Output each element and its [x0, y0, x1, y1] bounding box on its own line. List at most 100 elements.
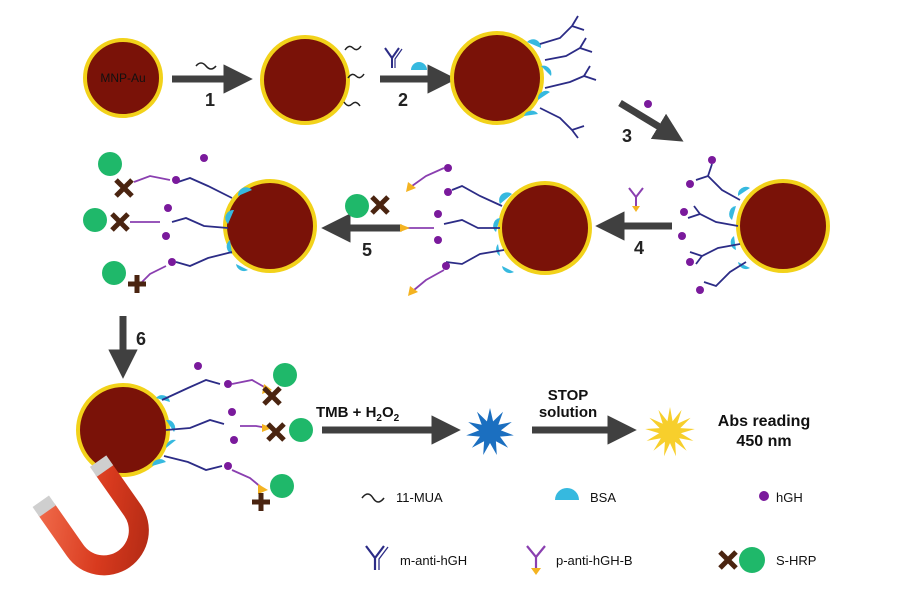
- streptavidin-icon: [718, 550, 738, 570]
- m-antibody-icon: [161, 379, 221, 401]
- magnet-icon: [32, 455, 149, 576]
- bsa-blob: [237, 187, 252, 196]
- hgh-dot: [678, 232, 686, 240]
- m-antibody-icon: [689, 243, 741, 265]
- m-antibody-icon: [544, 37, 593, 61]
- legend-bsa-label: BSA: [590, 490, 616, 505]
- hgh-dot: [680, 208, 688, 216]
- hgh-dot: [686, 258, 694, 266]
- hgh-dot: [696, 286, 704, 294]
- bsa-blob: [226, 240, 232, 254]
- hgh-dot: [194, 362, 202, 370]
- bsa-blob: [537, 90, 550, 100]
- streptavidin-marker: [252, 493, 270, 511]
- legend-shrp-label: S-HRP: [776, 553, 816, 568]
- m-antibody-icon: [443, 219, 500, 229]
- mua-chain-icon: [343, 101, 361, 107]
- mua-reagent-icon: [195, 62, 217, 70]
- bsa-blob: [152, 459, 166, 466]
- bsa-blob: [499, 192, 512, 204]
- legend-mua-label: 11-MUA: [396, 490, 443, 505]
- particle-3: [450, 31, 544, 125]
- bsa-icon: [555, 488, 579, 500]
- step-label-3: 3: [622, 126, 632, 146]
- p-antibody-reagent-icon: [628, 187, 644, 212]
- hgh-dot: [224, 380, 232, 388]
- m-antibody-icon: [544, 65, 597, 89]
- streptavidin-marker: [266, 422, 286, 442]
- hgh-dot: [172, 176, 180, 184]
- m-antibody-icon: [171, 217, 229, 229]
- biotin-tag: [258, 484, 268, 494]
- p-antibody-icon: [133, 175, 171, 183]
- particle-2: [260, 35, 350, 125]
- bsa-blob: [737, 186, 750, 196]
- hgh-reagent-icon: [644, 100, 652, 108]
- stage-bare-particle: MNP-Au: [83, 38, 217, 118]
- bsa-blob: [527, 39, 542, 48]
- bsa-blob: [165, 439, 176, 448]
- particle-1: [83, 38, 163, 118]
- hrp-icon: [739, 547, 765, 573]
- legend-hgh-label: hGH: [776, 490, 803, 505]
- step-label-1: 1: [205, 90, 215, 110]
- particle-4: [736, 179, 830, 273]
- hgh-dot: [164, 204, 172, 212]
- stage-mua-particle: [260, 35, 427, 125]
- bsa-blob: [729, 206, 736, 220]
- m-antibody-icon: [695, 163, 741, 201]
- biotin-tag: [406, 182, 416, 192]
- m-antibody-icon: [703, 261, 747, 288]
- streptavidin-reagent-icon: [370, 195, 390, 215]
- stop-label-line2: solution: [539, 404, 597, 421]
- hgh-dot: [434, 236, 442, 244]
- p-antibody-icon: [526, 545, 546, 575]
- m-antibody-icon: [175, 251, 233, 267]
- hgh-dot: [230, 436, 238, 444]
- abs-label-line1: Abs reading: [718, 413, 810, 430]
- m-antibody-icon: [539, 15, 585, 45]
- p-antibody-icon: [231, 379, 267, 389]
- hgh-dot: [708, 156, 716, 164]
- hrp-enzyme: [98, 152, 122, 176]
- step-label-6: 6: [136, 329, 146, 349]
- m-antibody-icon: [177, 177, 233, 199]
- abs-label-line2: 450 nm: [736, 433, 791, 450]
- m-antibody-icon: [165, 419, 225, 431]
- m-antibody-icon: [687, 205, 739, 227]
- m-antibody-icon: [445, 249, 505, 265]
- hrp-enzyme: [273, 363, 297, 387]
- hrp-reagent-icon: [345, 194, 369, 218]
- legend: 11-MUA BSA hGH m-anti-hGH p-anti-hGH-B S…: [361, 488, 816, 575]
- mua-chain-icon: [344, 45, 362, 51]
- p-antibody-icon: [231, 469, 263, 489]
- hgh-dot: [444, 164, 452, 172]
- blue-product-icon: [466, 408, 514, 455]
- bsa-reagent-icon: [411, 62, 427, 70]
- streptavidin-marker: [262, 386, 282, 406]
- bsa-blob: [236, 264, 248, 272]
- m-antibody-icon: [451, 185, 503, 207]
- hgh-dot: [442, 262, 450, 270]
- step-numbers: 1 2 3 4 5 6: [136, 90, 644, 349]
- detection-sequence: TMB + H2O2 STOP solution Abs reading 450…: [316, 387, 810, 457]
- particle-6: [223, 179, 317, 273]
- hgh-dot: [200, 154, 208, 162]
- step-label-2: 2: [398, 90, 408, 110]
- stage-antibody-particle: [450, 15, 652, 139]
- biotin-tag: [400, 224, 410, 232]
- bsa-blob: [524, 110, 538, 116]
- m-antibody-icon: [365, 545, 389, 570]
- mua-chain-icon: [347, 73, 365, 79]
- p-antibody-icon: [411, 167, 445, 187]
- hgh-dot: [162, 232, 170, 240]
- stage-sandwich-particle: [345, 164, 592, 296]
- hgh-dot: [168, 258, 176, 266]
- bsa-blob: [502, 266, 514, 274]
- legend-p-anti-label: p-anti-hGH-B: [556, 553, 633, 568]
- m-antibody-reagent-icon: [384, 47, 403, 68]
- hgh-dot: [224, 462, 232, 470]
- step-label-5: 5: [362, 240, 372, 260]
